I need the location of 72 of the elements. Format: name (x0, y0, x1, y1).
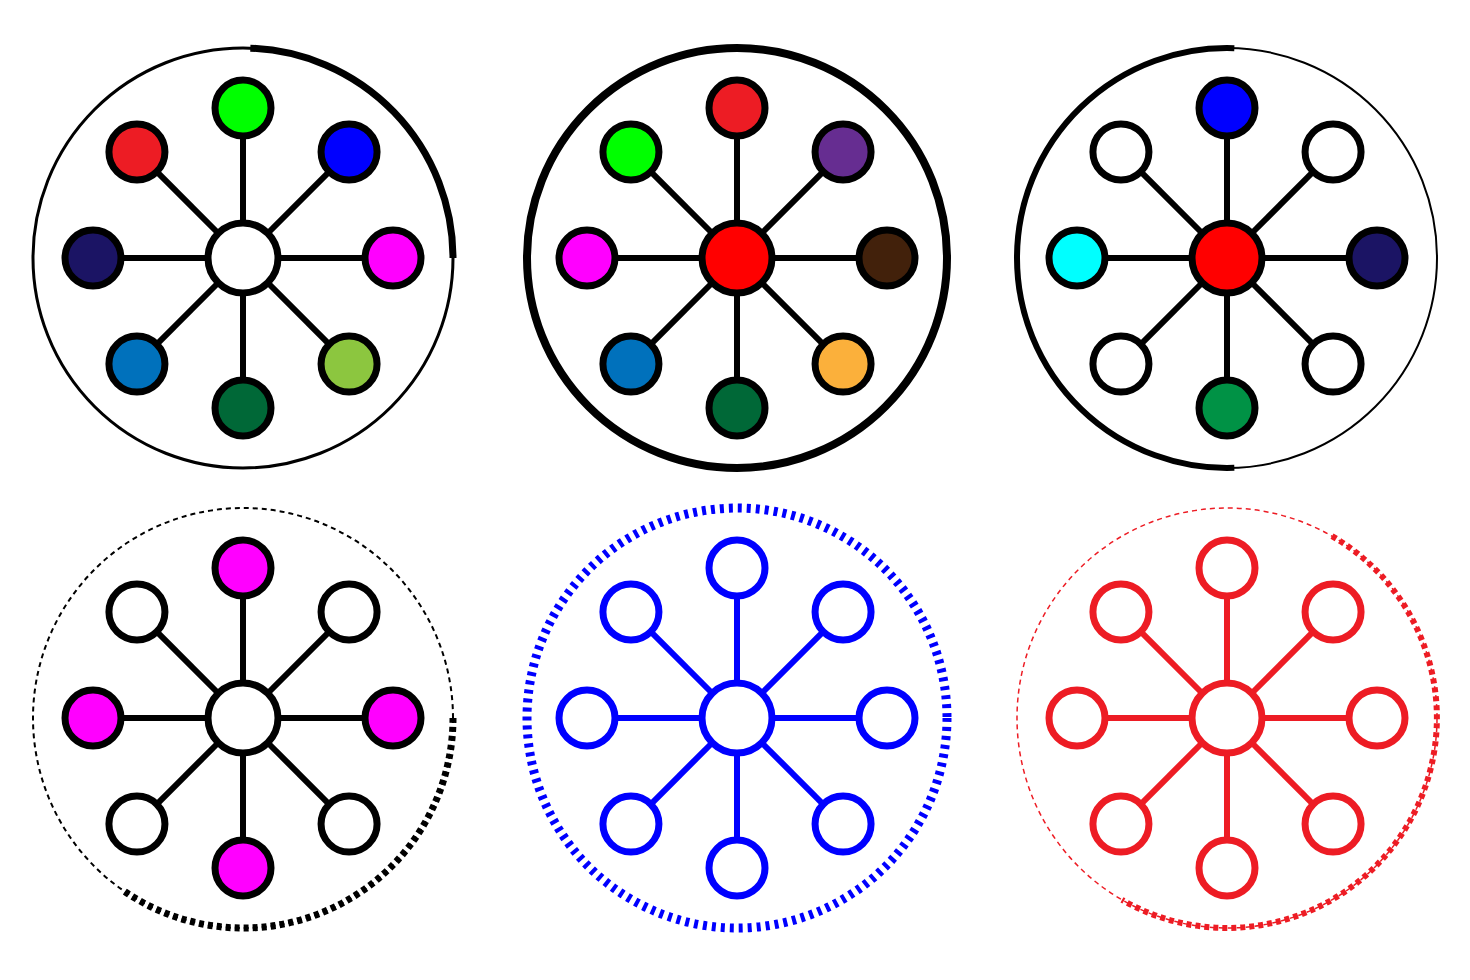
satellite-circle (705, 376, 769, 440)
satellite-circle (705, 76, 769, 140)
satellite-circle (1089, 792, 1153, 856)
hub-circle (204, 219, 282, 297)
hub-circle (698, 679, 776, 757)
satellite-circle (211, 76, 275, 140)
satellite-circle (317, 120, 381, 184)
satellite-circle (1195, 536, 1259, 600)
satellite-circle (1345, 226, 1409, 290)
satellite-circle (317, 332, 381, 396)
hub-circle (1188, 679, 1266, 757)
connector-line (1224, 293, 1230, 380)
connector-line (734, 753, 740, 840)
satellite-circle (555, 226, 619, 290)
ring-outline (522, 503, 952, 933)
satellite-circle (1301, 580, 1365, 644)
connector-line (734, 596, 740, 683)
satellite-circle (211, 836, 275, 900)
satellite-circle (599, 792, 663, 856)
ring-outline (523, 44, 951, 472)
satellite-circle (61, 686, 125, 750)
connector-line (1224, 753, 1230, 840)
satellite-circle (1345, 686, 1409, 750)
satellite-circle (105, 120, 169, 184)
connector-line (1224, 596, 1230, 683)
satellite-circle (811, 332, 875, 396)
connector-line (734, 293, 740, 380)
satellite-circle (1089, 580, 1153, 644)
ring-outline (32, 507, 457, 932)
satellite-circle (1301, 332, 1365, 396)
satellite-circle (1301, 120, 1365, 184)
satellite-circle (1301, 792, 1365, 856)
satellite-circle (855, 226, 919, 290)
satellite-circle (1195, 76, 1259, 140)
satellite-circle (1195, 836, 1259, 900)
satellite-circle (361, 686, 425, 750)
satellite-circle (855, 686, 919, 750)
satellite-circle (211, 376, 275, 440)
satellite-circle (1195, 376, 1259, 440)
ring-outline (1016, 507, 1440, 931)
satellite-circle (1089, 332, 1153, 396)
satellite-circle (105, 332, 169, 396)
satellite-circle (811, 120, 875, 184)
connector-line (734, 136, 740, 223)
satellite-circle (317, 792, 381, 856)
satellite-circle (811, 792, 875, 856)
satellite-circle (317, 580, 381, 644)
satellite-circle (211, 536, 275, 600)
hub-circle (1188, 219, 1266, 297)
satellite-circle (705, 536, 769, 600)
connector-line (240, 293, 246, 380)
connector-line (240, 596, 246, 683)
satellite-circle (555, 686, 619, 750)
satellite-circle (599, 332, 663, 396)
satellite-circle (599, 580, 663, 644)
satellite-circle (1089, 120, 1153, 184)
ring-outline (31, 44, 457, 470)
satellite-circle (105, 792, 169, 856)
satellite-circle (811, 580, 875, 644)
satellite-circle (1045, 686, 1109, 750)
satellite-circle (61, 226, 125, 290)
satellite-circle (705, 836, 769, 900)
hub-circle (698, 219, 776, 297)
satellite-circle (1045, 226, 1109, 290)
connector-line (1224, 136, 1230, 223)
connector-line (240, 753, 246, 840)
satellite-circle (599, 120, 663, 184)
ring-outline (1014, 45, 1438, 471)
hub-circle (204, 679, 282, 757)
satellite-circle (105, 580, 169, 644)
connector-line (240, 136, 246, 223)
satellite-circle (361, 226, 425, 290)
